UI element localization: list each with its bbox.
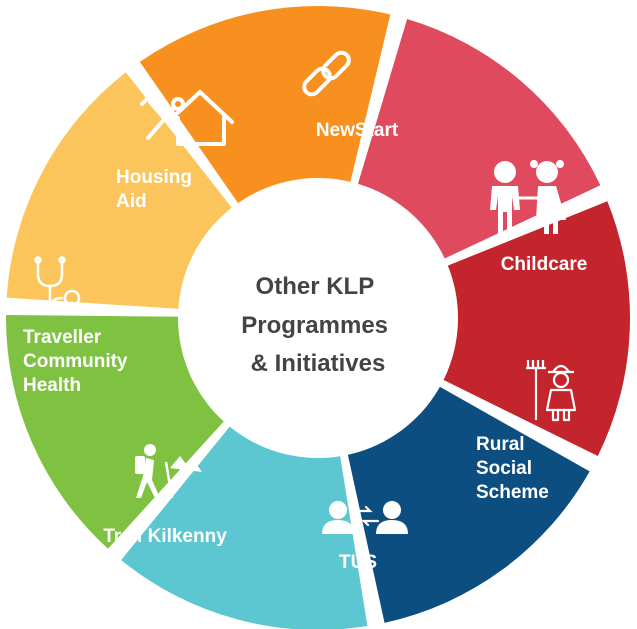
farmer-with-rake-icon (526, 360, 577, 422)
label-line: Rural (476, 434, 525, 455)
center-title: Other KLP Programmes & Initiatives (241, 273, 394, 377)
label-line: Aid (116, 191, 147, 212)
label-line: NewStart (316, 120, 399, 141)
label-housing-aid: Housing Aid (116, 167, 197, 212)
center-title-line: Programmes (241, 312, 388, 339)
label-tus: TÚS (339, 551, 377, 573)
label-line: Childcare (501, 254, 588, 275)
hiker-icon (135, 444, 202, 499)
children-icon (490, 160, 566, 234)
house-tools-icon (140, 90, 234, 146)
center-title-line: & Initiatives (251, 350, 386, 377)
segment-housing-aid[interactable] (139, 5, 391, 212)
segment-trail-kilkenny[interactable] (5, 315, 231, 549)
label-rural-social-scheme: Rural Social Scheme (476, 434, 549, 503)
label-line: Traveller (23, 327, 102, 348)
label-line: Social (476, 458, 532, 479)
center-circle (178, 178, 458, 458)
label-trail-kilkenny: Trail Kilkenny (103, 526, 227, 547)
label-line: Health (23, 375, 81, 396)
label-line: Trail Kilkenny (103, 526, 227, 547)
label-traveller-community-health: Traveller Community Health (23, 327, 133, 396)
label-line: TÚS (339, 551, 377, 573)
people-exchange-icon (322, 501, 408, 534)
segment-traveller-community-health[interactable] (6, 72, 238, 310)
chain-link-icon (302, 50, 351, 97)
center-title-line: Other KLP (256, 273, 375, 300)
label-line: Community (23, 351, 128, 372)
label-line: Scheme (476, 482, 549, 503)
segment-tus[interactable] (121, 418, 368, 629)
segment-rural-social-scheme[interactable] (345, 381, 590, 623)
label-line: Housing (116, 167, 192, 188)
stethoscope-icon (30, 256, 81, 312)
segment-childcare[interactable] (434, 201, 631, 457)
label-childcare: Childcare (501, 254, 588, 275)
label-newstart: NewStart (316, 120, 399, 141)
